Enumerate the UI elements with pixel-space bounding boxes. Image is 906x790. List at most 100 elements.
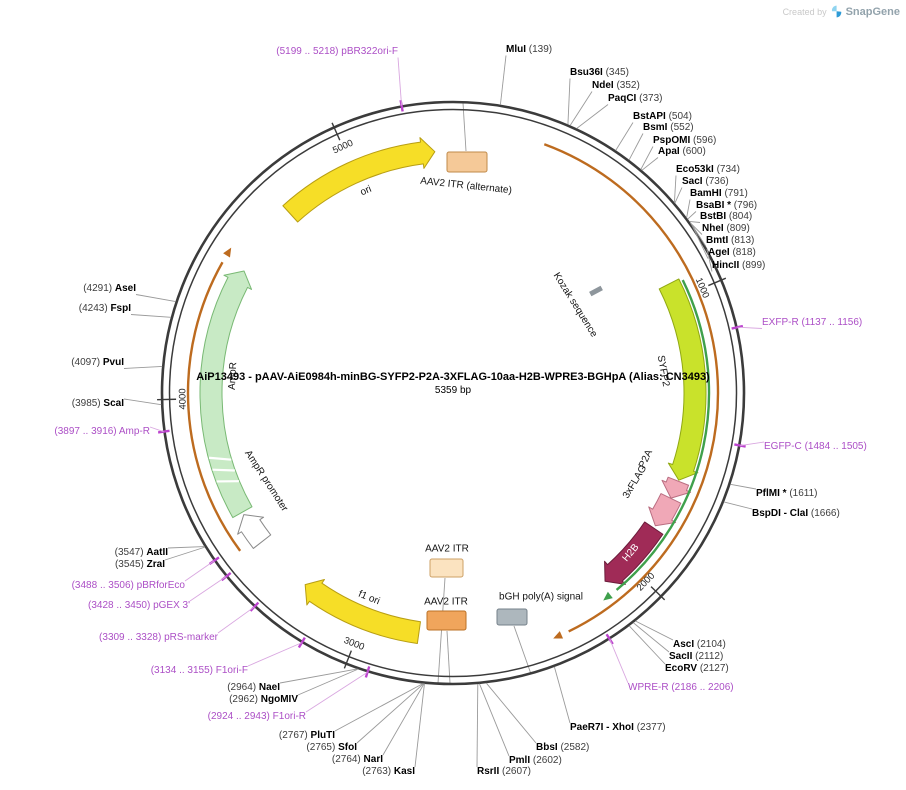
leader-line: [632, 622, 670, 653]
leader-line: [567, 78, 571, 125]
site-pos: (736): [705, 176, 729, 187]
site-pos: (734): [716, 164, 740, 175]
leader-line: [130, 314, 172, 318]
site-pos: (2582): [560, 742, 590, 753]
leader-line: [397, 57, 403, 106]
feature-arc-ampr-region: [186, 261, 242, 552]
site-name: ZraI: [146, 559, 165, 570]
snapgene-logo-icon: [831, 5, 841, 18]
leader-line: [305, 671, 368, 713]
site-pos: (504): [668, 111, 692, 122]
site-label: BspDI - ClaI (1666): [752, 508, 840, 520]
site-name: BstAPI: [633, 111, 666, 122]
leader-line: [217, 606, 255, 634]
leader-line: [673, 175, 677, 203]
site-name: BstBI: [700, 211, 727, 222]
feature-arc-f1-ori: [304, 578, 421, 644]
site-pos: (818): [732, 247, 756, 258]
site-name: PvuI: [102, 357, 124, 368]
site-label: RsrII (2607): [477, 766, 531, 778]
site-name: BsaBI *: [696, 200, 732, 211]
site-name: BsmI: [643, 122, 668, 133]
connector-line-itr-b: [446, 630, 451, 684]
feature-arc-cassette-region: [543, 143, 720, 633]
primer-site-tick: [364, 666, 371, 678]
site-pos: (1666): [810, 508, 840, 519]
site-pos: (796): [733, 200, 758, 211]
site-name: PmlI: [509, 755, 531, 766]
site-name: ApaI: [658, 146, 680, 157]
site-label: (2767) PluTI: [278, 730, 335, 742]
plasmid-size: 5359 bp: [434, 385, 472, 396]
primer-pos: (5199 .. 5218): [276, 46, 339, 57]
primer-label: (3897 .. 3916) Amp-R: [54, 426, 150, 438]
site-label: (4291) AseI: [83, 283, 136, 295]
leader-line: [689, 222, 703, 235]
feature-arc-3xflag: [648, 493, 682, 527]
feature-arc-p2a: [661, 476, 692, 499]
leader-line: [184, 560, 215, 582]
feature-arc-ampr: [199, 270, 253, 519]
site-name: NarI: [363, 754, 383, 765]
feature-arrowhead-cassette-region: [553, 631, 564, 639]
site-label: BbsI (2582): [536, 742, 590, 754]
leader-line: [689, 220, 701, 223]
site-name: KasI: [393, 766, 415, 777]
leader-line: [674, 187, 683, 204]
leader-line: [476, 683, 479, 768]
leader-line: [628, 133, 644, 161]
leader-line: [723, 501, 753, 510]
site-pos: (2767): [278, 730, 308, 741]
leader-line: [123, 365, 163, 369]
leader-line: [576, 104, 609, 129]
site-label: (2962) NgoMIV: [229, 694, 298, 706]
site-pos: (352): [616, 80, 640, 91]
ampr-hatch-mark: [208, 456, 232, 461]
connector-line-itr-alternate: [462, 102, 467, 152]
site-label: (2964) NaeI: [227, 682, 280, 694]
site-pos: (4291): [83, 283, 113, 294]
site-pos: (139): [528, 44, 553, 55]
leader-line: [628, 625, 666, 665]
site-label: (3547) AatII: [115, 547, 168, 559]
scale-tick: [650, 586, 666, 601]
leader-line: [167, 546, 205, 549]
site-label: (2764) NarI: [332, 754, 383, 766]
primer-name: EXFP-R: [762, 317, 799, 328]
site-pos: (2377): [636, 722, 666, 733]
feature-arc-h2b: [604, 521, 664, 585]
feature-arc-ampr-promoter: [237, 514, 272, 549]
ampr-hatch-mark: [212, 468, 235, 472]
leader-line: [737, 326, 763, 329]
leader-line: [687, 211, 697, 220]
site-name: BspDI - ClaI: [752, 508, 809, 519]
site-label: (2765) SfoI: [306, 742, 357, 754]
site-pos: (2763): [362, 766, 392, 777]
leader-line: [635, 620, 674, 641]
primer-pos: (3488 .. 3506): [71, 580, 134, 591]
site-label: BstAPI (504): [633, 111, 692, 123]
site-pos: (2607): [502, 766, 531, 777]
watermark-created-by: Created by: [782, 6, 827, 17]
site-pos: (2127): [699, 663, 729, 674]
feature-marker-kozak: [589, 285, 603, 297]
site-pos: (345): [605, 67, 629, 78]
leader-line: [297, 668, 359, 696]
site-label: NdeI (352): [592, 80, 640, 92]
leader-line: [135, 294, 176, 302]
site-pos: (2964): [227, 682, 257, 693]
site-label: (2763) KasI: [362, 766, 415, 778]
leader-line: [609, 639, 629, 684]
leader-line: [414, 683, 425, 768]
site-pos: (3545): [114, 559, 144, 570]
leader-line: [706, 248, 713, 272]
site-label: AscI (2104): [673, 639, 726, 651]
site-name: PaqCI: [608, 93, 637, 104]
primer-pos: (3428 .. 3450): [88, 600, 151, 611]
site-name: AscI: [673, 639, 695, 650]
primer-name: pBR322ori-F: [341, 46, 398, 57]
site-name: HincII: [712, 260, 740, 271]
site-label: MluI (139): [506, 44, 553, 56]
site-label: HincII (899): [712, 260, 765, 272]
primer-pos: (2186 .. 2206): [671, 682, 734, 693]
